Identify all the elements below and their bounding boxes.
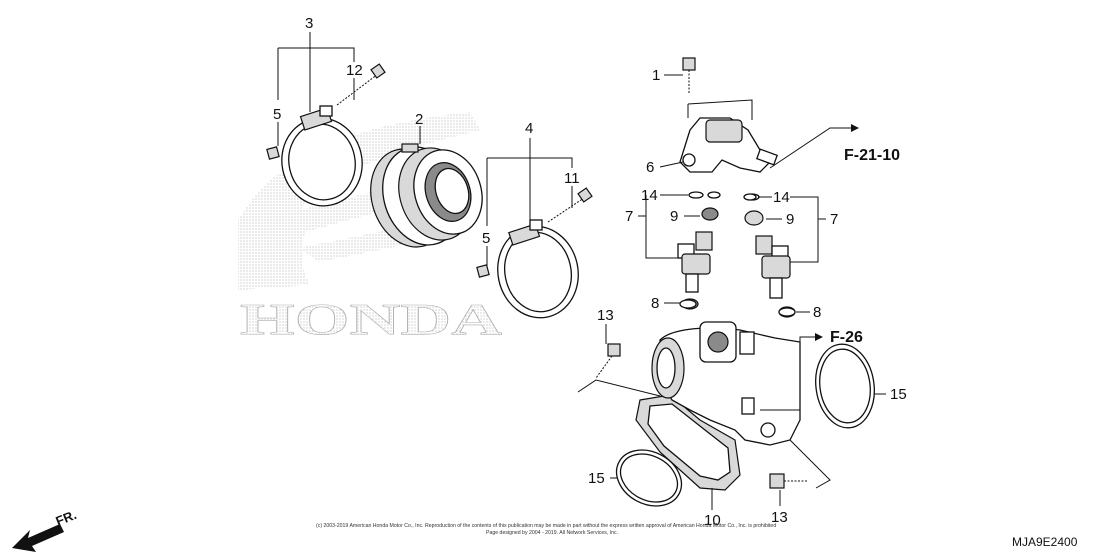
callout-7-right: 7 bbox=[830, 211, 838, 228]
callout-5-right: 5 bbox=[482, 230, 490, 247]
callout-15-left: 15 bbox=[588, 470, 605, 487]
callouts: 3 12 5 2 4 11 5 1 6 14 9 7 14 9 7 8 8 13… bbox=[273, 15, 907, 529]
washer-14-right bbox=[743, 193, 757, 201]
callout-13-lower: 13 bbox=[771, 509, 788, 526]
front-arrow-icon bbox=[12, 524, 64, 552]
screw-12 bbox=[336, 63, 386, 106]
bolt-13-lower bbox=[769, 473, 808, 489]
hose-band-left bbox=[281, 105, 363, 207]
ref-f-26[interactable]: F-26 bbox=[830, 329, 863, 346]
callout-6: 6 bbox=[646, 159, 654, 176]
hose-band-right bbox=[497, 219, 579, 319]
callout-9-left: 9 bbox=[670, 208, 678, 225]
callout-10: 10 bbox=[704, 512, 721, 529]
callout-15-right: 15 bbox=[890, 386, 907, 403]
callout-7-left: 7 bbox=[625, 208, 633, 225]
callout-5-left: 5 bbox=[273, 106, 281, 123]
bolt-13-upper bbox=[595, 343, 621, 379]
callout-14-left: 14 bbox=[641, 187, 658, 204]
callout-3: 3 bbox=[305, 15, 313, 32]
front-label: FR. bbox=[54, 507, 79, 529]
nut-5-left bbox=[266, 146, 280, 160]
front-indicator: FR. bbox=[12, 507, 79, 552]
watermark-text: HONDA bbox=[240, 295, 502, 344]
honda-wing-watermark bbox=[238, 112, 480, 290]
callout-8-right: 8 bbox=[813, 304, 821, 321]
callout-14-right: 14 bbox=[773, 189, 790, 206]
callout-9-right: 9 bbox=[786, 211, 794, 228]
washer-8-left bbox=[679, 299, 697, 309]
callout-8-left: 8 bbox=[651, 295, 659, 312]
bolt-1 bbox=[682, 57, 696, 94]
throttle-body bbox=[635, 321, 801, 491]
washer-8-right bbox=[778, 307, 796, 317]
washer-14-left bbox=[707, 191, 721, 199]
leader-lines bbox=[277, 32, 886, 510]
callout-2: 2 bbox=[415, 111, 423, 128]
callout-11: 11 bbox=[564, 170, 580, 187]
callout-4: 4 bbox=[525, 120, 533, 137]
callout-12: 12 bbox=[346, 62, 363, 79]
nut-5-right bbox=[476, 264, 490, 278]
ref-f-21-10[interactable]: F-21-10 bbox=[844, 147, 900, 164]
diagram-code: MJA9E2400 bbox=[1012, 535, 1078, 549]
copyright-line-2: Page designed by 2004 - 2019. All Networ… bbox=[486, 530, 618, 536]
fuel-pipe bbox=[679, 117, 779, 173]
callout-1: 1 bbox=[652, 67, 660, 84]
screw-11 bbox=[547, 187, 593, 223]
callout-13-upper: 13 bbox=[597, 307, 614, 324]
injector-left bbox=[677, 191, 719, 310]
copyright-line-1: (c) 2003-2019 American Honda Motor Co., … bbox=[316, 523, 776, 529]
connector-boot bbox=[370, 143, 483, 248]
